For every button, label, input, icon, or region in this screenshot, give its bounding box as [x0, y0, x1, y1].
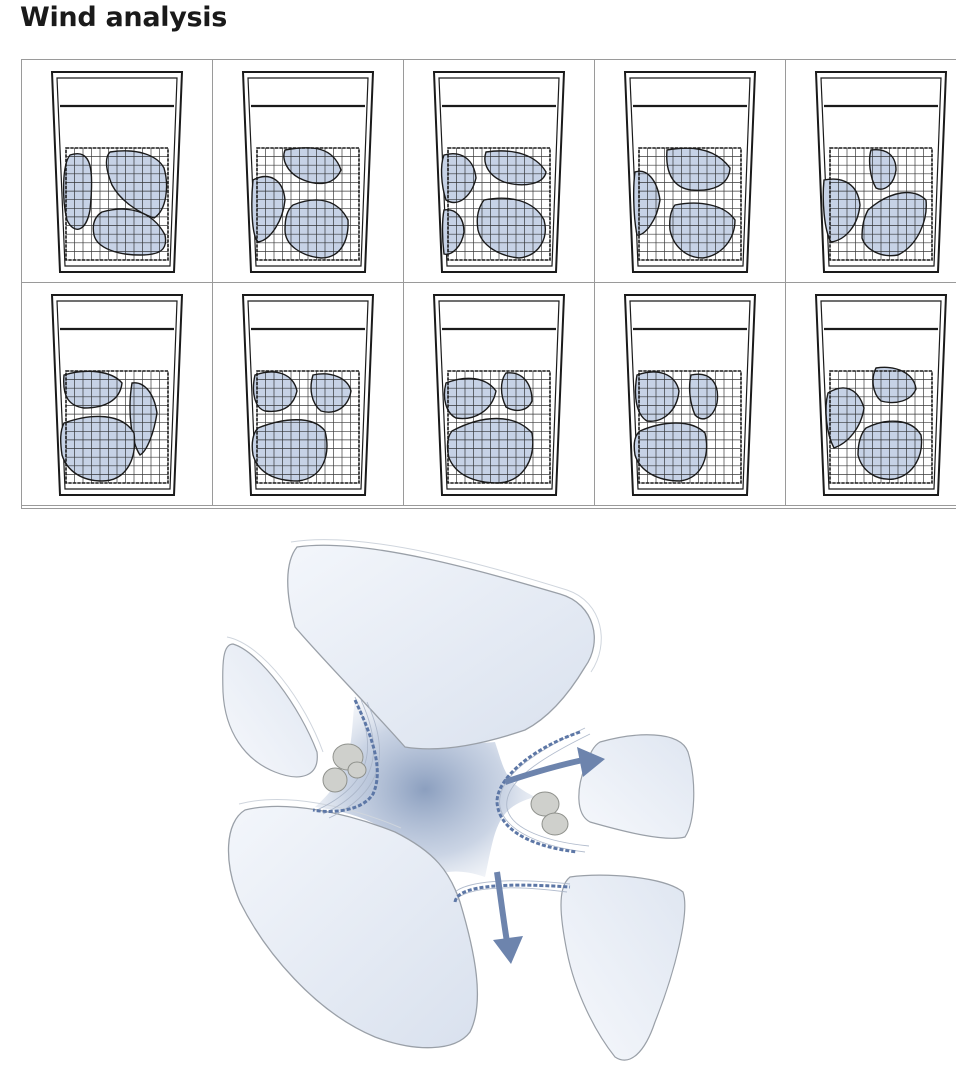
- variant-cell: [404, 283, 595, 506]
- variant-cell: [595, 283, 786, 506]
- variant-cell: [786, 60, 956, 283]
- wind-flow-diagram: [205, 532, 725, 1081]
- variant-plan-drawing: [404, 60, 594, 282]
- rock-cluster-right: [531, 792, 568, 835]
- variant-cell: [786, 283, 956, 506]
- variant-plan-drawing: [595, 60, 785, 282]
- variant-cell: [22, 60, 213, 283]
- pad-left-upper: [223, 637, 323, 777]
- variant-cell: [595, 60, 786, 283]
- page-title: Wind analysis: [20, 2, 227, 33]
- pad-right: [579, 735, 694, 839]
- pad-bottom-right: [561, 875, 685, 1060]
- variant-cell: [213, 60, 404, 283]
- variant-plan-drawing: [786, 60, 956, 282]
- variant-grid: [21, 59, 956, 509]
- wind-flow-render: [205, 532, 725, 1077]
- variant-plan-drawing: [22, 283, 212, 505]
- variant-plan-drawing: [22, 60, 212, 282]
- variant-plan-drawing: [786, 283, 956, 505]
- pad-top: [288, 540, 602, 749]
- variant-plan-drawing: [213, 60, 403, 282]
- variant-plan-drawing: [213, 283, 403, 505]
- variant-plan-drawing: [595, 283, 785, 505]
- variant-plan-drawing: [404, 283, 594, 505]
- variant-cell: [213, 283, 404, 506]
- variant-cell: [404, 60, 595, 283]
- variant-cell: [22, 283, 213, 506]
